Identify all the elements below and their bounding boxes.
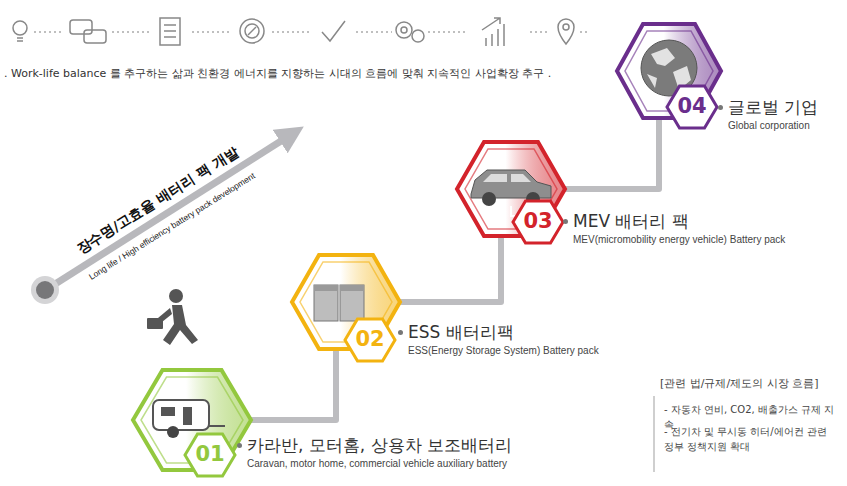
bullet-dot [718,105,723,110]
milestone-hexagon: 04글로벌 기업Global corporation [617,24,721,118]
step-connector [400,236,501,302]
arrow-start-ring [31,276,59,304]
callout-number: 02 [345,327,395,351]
node-icon [314,285,364,321]
milestone-subtitle: MEV(micromobility energy vehicle) Batter… [573,234,785,245]
milestone-subtitle: Caravan, motor home, commercial vehicle … [247,458,507,469]
milestone-heading: ESS 배터리팩 [408,321,514,344]
node-icon [153,400,225,438]
milestone-hexagon: 03MEV 배터리 팩MEV(micromobility energy vehi… [457,142,565,236]
milestone-subtitle: Global corporation [728,120,810,131]
arrow-start-dot [36,281,54,299]
callout-number: 01 [185,442,235,466]
step-connector [565,118,659,189]
milestone-hexagon: 01카라반, 모터홈, 상용차 보조배터리Caravan, motor home… [133,370,251,470]
icon-row [13,18,590,46]
note-text: [관련 법/규제/제도의 시장 흐름] [660,376,842,392]
milestone-heading: 글로벌 기업 [728,96,818,119]
milestone-hexagon: 02ESS 배터리팩ESS(Energy Storage System) Bat… [292,255,400,349]
milestone-heading: 카라반, 모터홈, 상용차 보조배터리 [247,434,512,457]
bullet-dot [398,330,403,335]
note-text: - 전기차 및 무시동 히터/에어컨 관련 정부 정책지원 확대 [664,425,840,454]
milestone-heading: MEV 배터리 팩 [573,210,689,233]
milestone-subtitle: ESS(Energy Storage System) Battery pack [408,345,599,356]
callout-number: 03 [513,209,563,233]
development-arrow [52,134,292,286]
callout-number: 04 [667,94,717,118]
bullet-dot [237,443,242,448]
note-bracket [653,396,655,472]
bullet-dot [563,219,568,224]
title: . Work-life balance 를 추구하는 삶과 친환경 에너지를 지… [4,66,551,81]
running-person [147,289,198,345]
step-connector [251,349,336,420]
